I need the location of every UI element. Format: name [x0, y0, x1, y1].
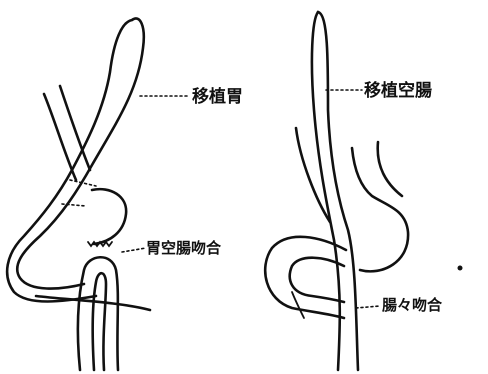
left-anastomosis-leader	[122, 248, 146, 252]
left-anastomosis-label: 胃空腸吻合	[146, 239, 222, 257]
right-anastomosis-leader	[356, 306, 380, 308]
right-bowel-loop-inner	[290, 258, 344, 302]
right-dot-mark	[458, 266, 463, 271]
right-stomach-pouch-top	[378, 142, 402, 196]
right-esophagus	[296, 128, 330, 222]
left-jejunum-loop-inner	[93, 273, 106, 370]
left-stomach-label: 移植胃	[192, 86, 243, 107]
right-anastomosis-label: 腸々吻合	[382, 296, 443, 314]
right-jejunum-label: 移植空腸	[364, 80, 432, 101]
right-bowel-tail	[292, 292, 304, 318]
right-bowel-loop-outer	[265, 237, 346, 318]
left-esophagus-1	[44, 94, 76, 180]
right-figure: 移植空腸 腸々吻合	[265, 12, 462, 370]
left-figure: 移植胃 胃空腸吻合	[7, 18, 243, 370]
left-anastomosis-pouch	[92, 189, 126, 244]
left-esophagus-2	[60, 86, 90, 170]
